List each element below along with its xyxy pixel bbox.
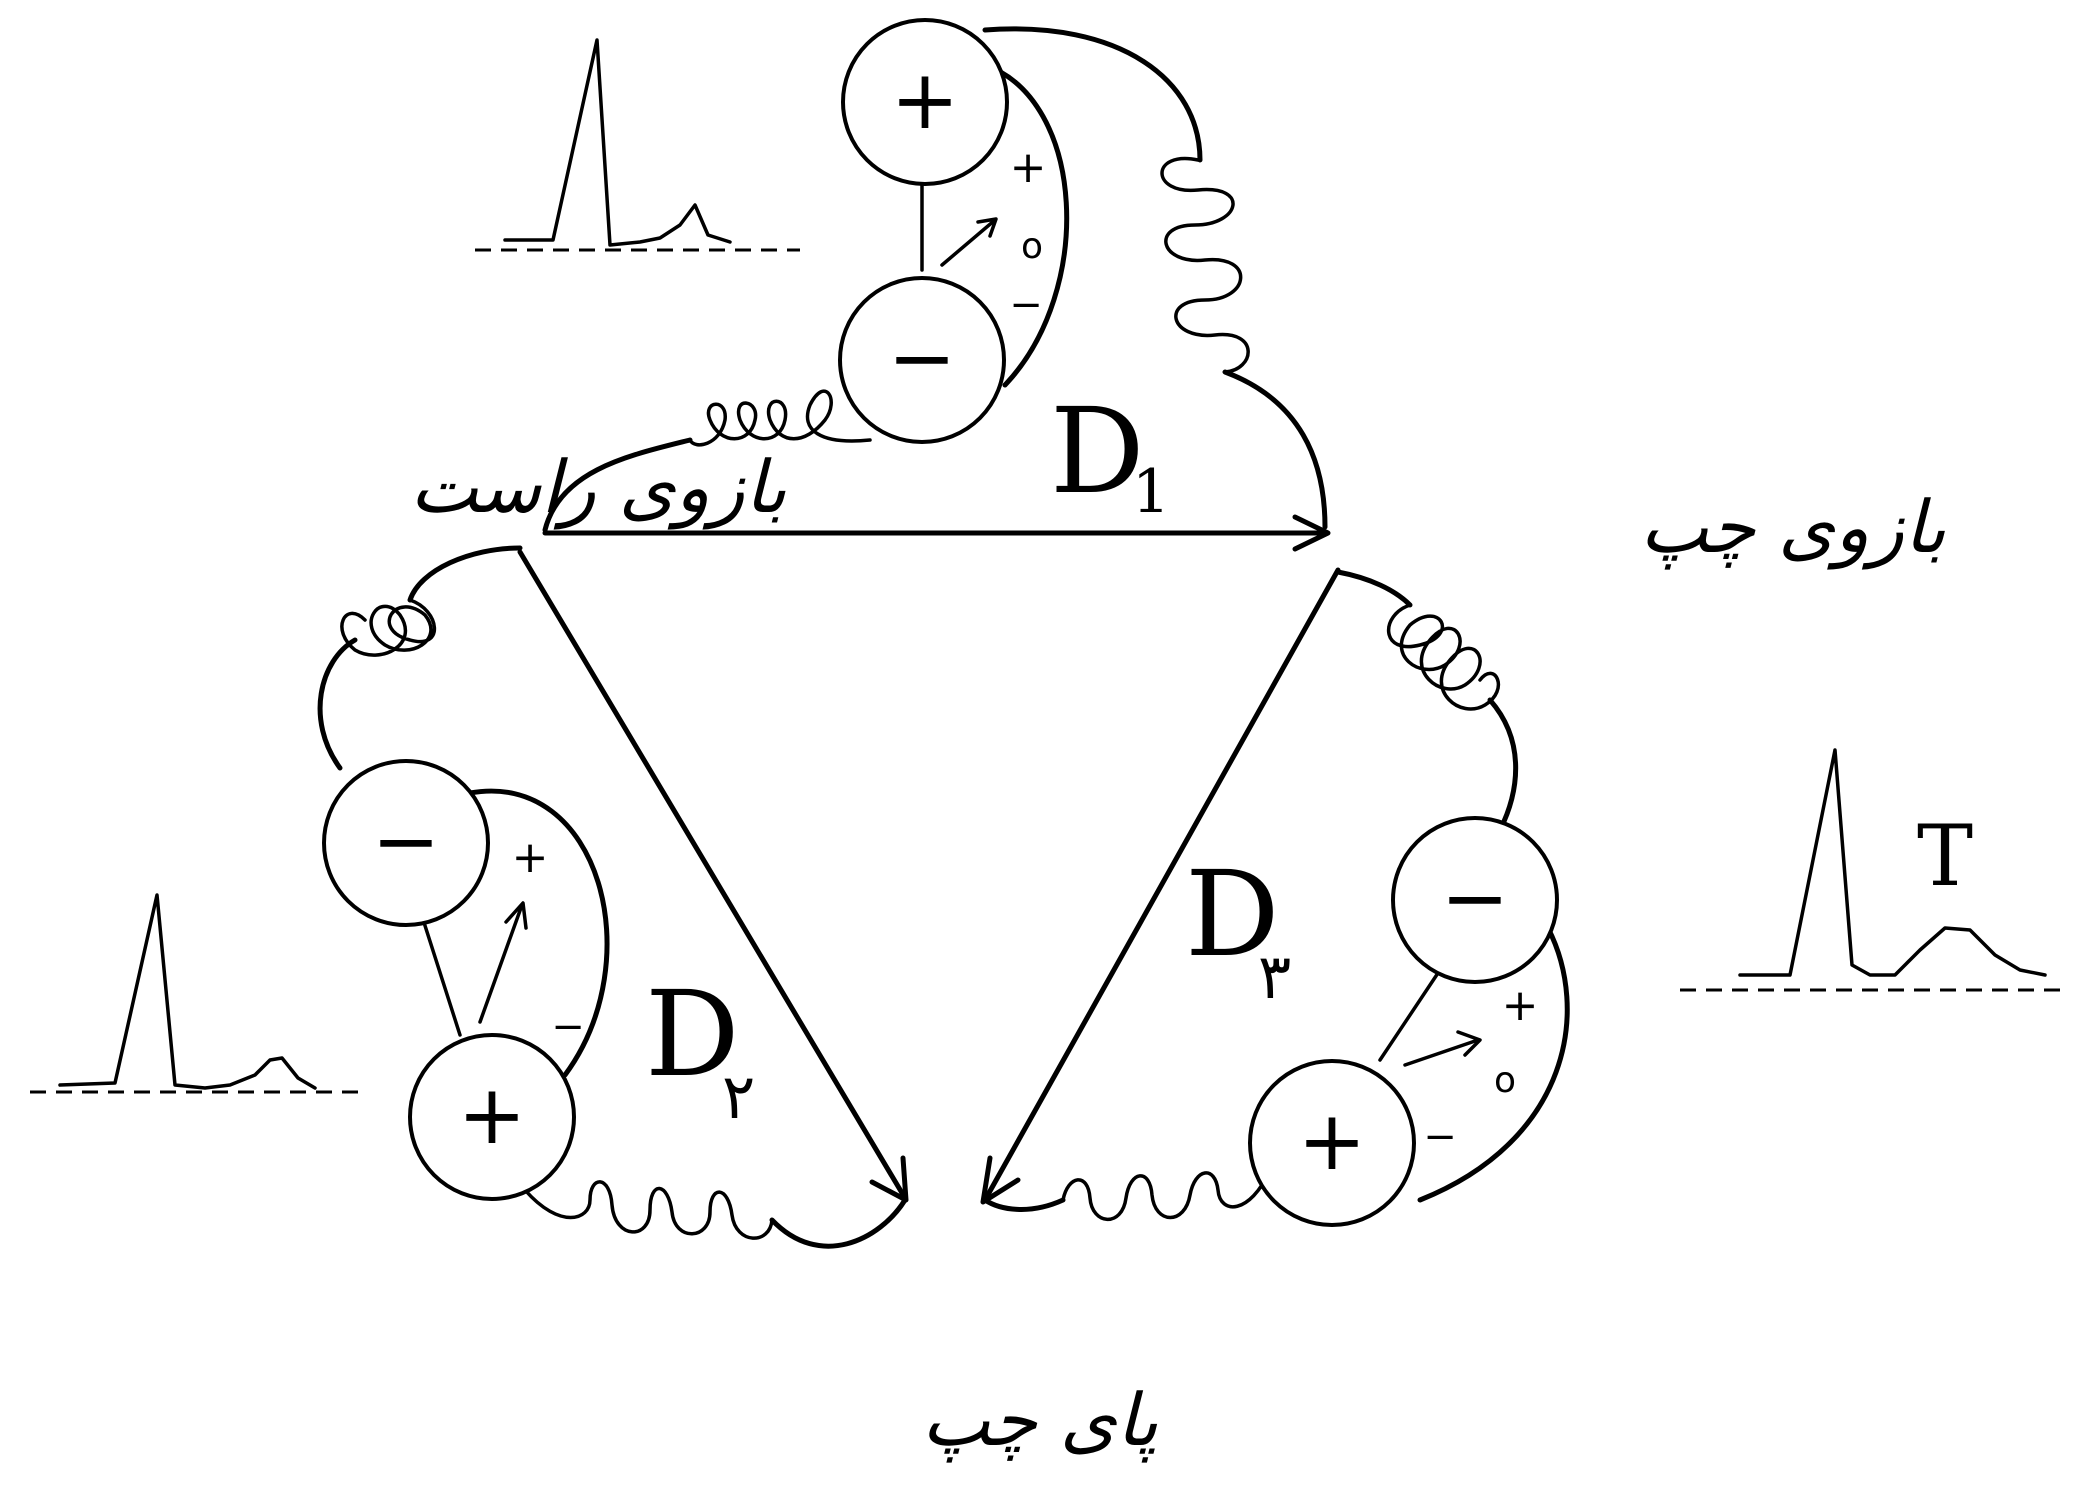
lead-2-positive-electrode: [408, 1033, 576, 1201]
lead-3-wire-top: [1335, 569, 1413, 608]
lead-3-wire-bottom: [982, 1197, 1066, 1212]
lead-3-arrowhead: [980, 1155, 1021, 1205]
lead-2-name: D: [645, 965, 740, 1103]
lead-1-plus-sign: +: [891, 53, 960, 148]
lead-3-galvanometer: − + + o −: [982, 569, 1570, 1227]
lead-2-wire-left: [317, 637, 358, 771]
lead-3-needle: [1403, 1038, 1480, 1067]
lead-1-scale-zero: o: [1021, 226, 1043, 267]
lead-3-plus-sign: +: [1298, 1094, 1367, 1189]
right-arm-label: بازوی راست: [410, 445, 787, 530]
lead-1-galvanometer: + − + o −: [542, 18, 1328, 533]
lead-label-1: D 1: [1050, 382, 1170, 527]
lead-1-positive-electrode: [841, 18, 1009, 186]
lead-3-arrow-shaft: [982, 567, 1341, 1203]
waveform-2-trace: [58, 893, 317, 1090]
lead-3-needle-head: [1456, 1030, 1482, 1057]
lead-3-scale-minus: −: [1423, 1114, 1457, 1160]
lead-3-subscript: ۳: [1258, 940, 1291, 1013]
lead-1-minus-sign: −: [888, 311, 957, 406]
t-wave-label: T: [1917, 807, 1973, 905]
lead-label-2: D ۲: [645, 965, 755, 1133]
lead-3-electrode-link: [1378, 971, 1440, 1062]
lead-2-subscript: ۲: [722, 1060, 755, 1133]
lead-2-coil-bottom: [523, 1180, 774, 1240]
lead-1-negative-electrode: [838, 276, 1006, 444]
lead-3-wire-right: [1487, 697, 1519, 833]
lead-1-scale-minus: −: [1009, 282, 1043, 328]
lead-2-needle-head: [504, 901, 528, 930]
lead-3-coil-bottom: [1061, 1168, 1272, 1222]
triangle-arrows: [517, 514, 1341, 1205]
lead-3-name: D: [1185, 845, 1280, 983]
lead-3-negative-electrode: [1391, 816, 1559, 984]
lead-3-meter-arc: [1417, 925, 1570, 1203]
lead-1-needle-head: [976, 217, 998, 238]
lead-2-wire-top: [407, 545, 523, 603]
lead-2-electrode-link: [418, 908, 462, 1037]
lead-1-coil-left: [688, 389, 872, 447]
lead-3-scale-zero: o: [1494, 1060, 1516, 1101]
lead-2-needle: [478, 903, 524, 1024]
lead-2-galvanometer: − + + −: [317, 545, 908, 1249]
lead-2-meter-arc: [467, 788, 610, 1078]
lead-label-3: D ۳: [1185, 845, 1291, 1013]
lead-1-name: D: [1050, 382, 1145, 520]
lead-1-wire-right-down: [1222, 369, 1328, 530]
lead-1-wire-top: [982, 26, 1203, 163]
lead-3-coil-top: [1386, 603, 1501, 711]
lead-2-arrow-shaft: [517, 549, 908, 1201]
lead-2-scale-minus: −: [551, 1004, 585, 1050]
lead-1-arrowhead: [1292, 514, 1331, 552]
lead-2-wire-bottom: [769, 1197, 908, 1249]
lead-1-subscript: 1: [1132, 457, 1170, 527]
lead-2-negative-electrode: [322, 759, 490, 927]
lead-1-scale-plus: +: [1010, 142, 1047, 193]
lead-1-needle: [940, 218, 997, 267]
lead-2-plus-sign: +: [458, 1068, 527, 1163]
waveform-1-trace: [503, 38, 732, 247]
lead-2-scale-plus: +: [512, 832, 549, 883]
left-leg-label: پای چپ: [922, 1378, 1158, 1463]
left-arm-label: بازوی چپ: [1640, 485, 1946, 570]
waveform-3-trace: [1738, 748, 2047, 977]
lead-3-positive-electrode: [1248, 1059, 1416, 1227]
lead-1-meter-arc: [982, 62, 1070, 388]
waveform-lead-3: T: [1680, 748, 2070, 992]
waveform-lead-2: [30, 893, 360, 1094]
lead-2-coil-top: [340, 598, 437, 657]
lead-3-scale-plus: +: [1502, 980, 1539, 1031]
lead-1-wire-left: [542, 437, 693, 533]
lead-1-coil-right: [1160, 156, 1250, 374]
lead-2-minus-sign: −: [372, 794, 441, 889]
lead-3-minus-sign: −: [1441, 851, 1510, 946]
waveform-lead-1: [475, 38, 800, 252]
